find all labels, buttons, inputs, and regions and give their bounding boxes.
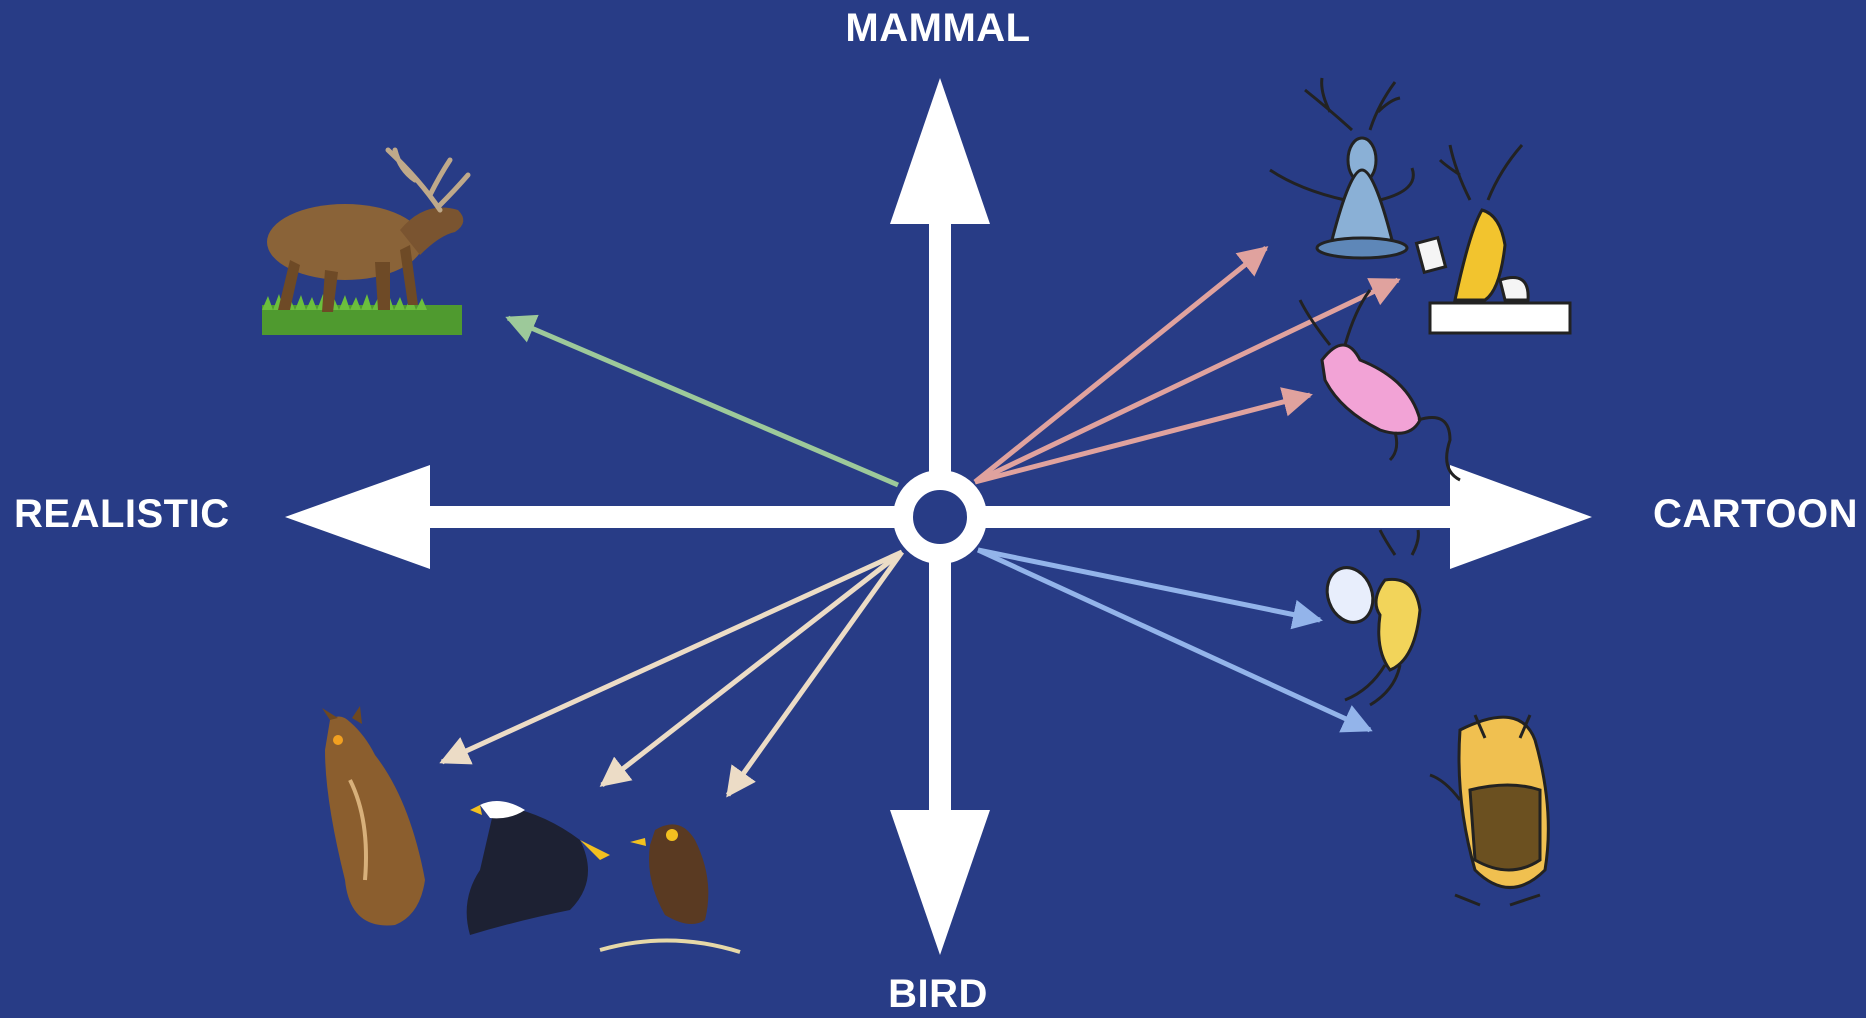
arrow-cartoon-bird-2 (978, 550, 1370, 730)
axis-lines (285, 78, 1592, 955)
cartoon-deer-at-desk-image (1416, 145, 1570, 333)
center-circle (903, 480, 977, 554)
arrowhead-right (1450, 465, 1592, 569)
arrow-realistic-mammal (508, 318, 898, 485)
realistic-owl-image (322, 706, 425, 925)
arrow-realistic-bird-3 (728, 552, 902, 795)
realistic-eagle-image (467, 801, 610, 935)
axis-label-cartoon: CARTOON (1653, 492, 1858, 537)
cartoon-meditating-deer-image (1270, 78, 1413, 258)
arrow-cartoon-bird-1 (978, 550, 1320, 620)
axis-label-mammal: MAMMAL (845, 6, 1030, 51)
cartoon-fairy-bird-image (1320, 530, 1420, 705)
arrowhead-down (890, 810, 990, 955)
realistic-myna-image (600, 824, 740, 952)
realistic-elk-image (262, 150, 468, 335)
arrowhead-left (285, 465, 430, 569)
cartoon-owl-in-jacket-image (1430, 715, 1548, 905)
arrowhead-up (890, 78, 990, 224)
axis-label-bird: BIRD (888, 972, 988, 1017)
axis-label-realistic: REALISTIC (14, 492, 230, 537)
